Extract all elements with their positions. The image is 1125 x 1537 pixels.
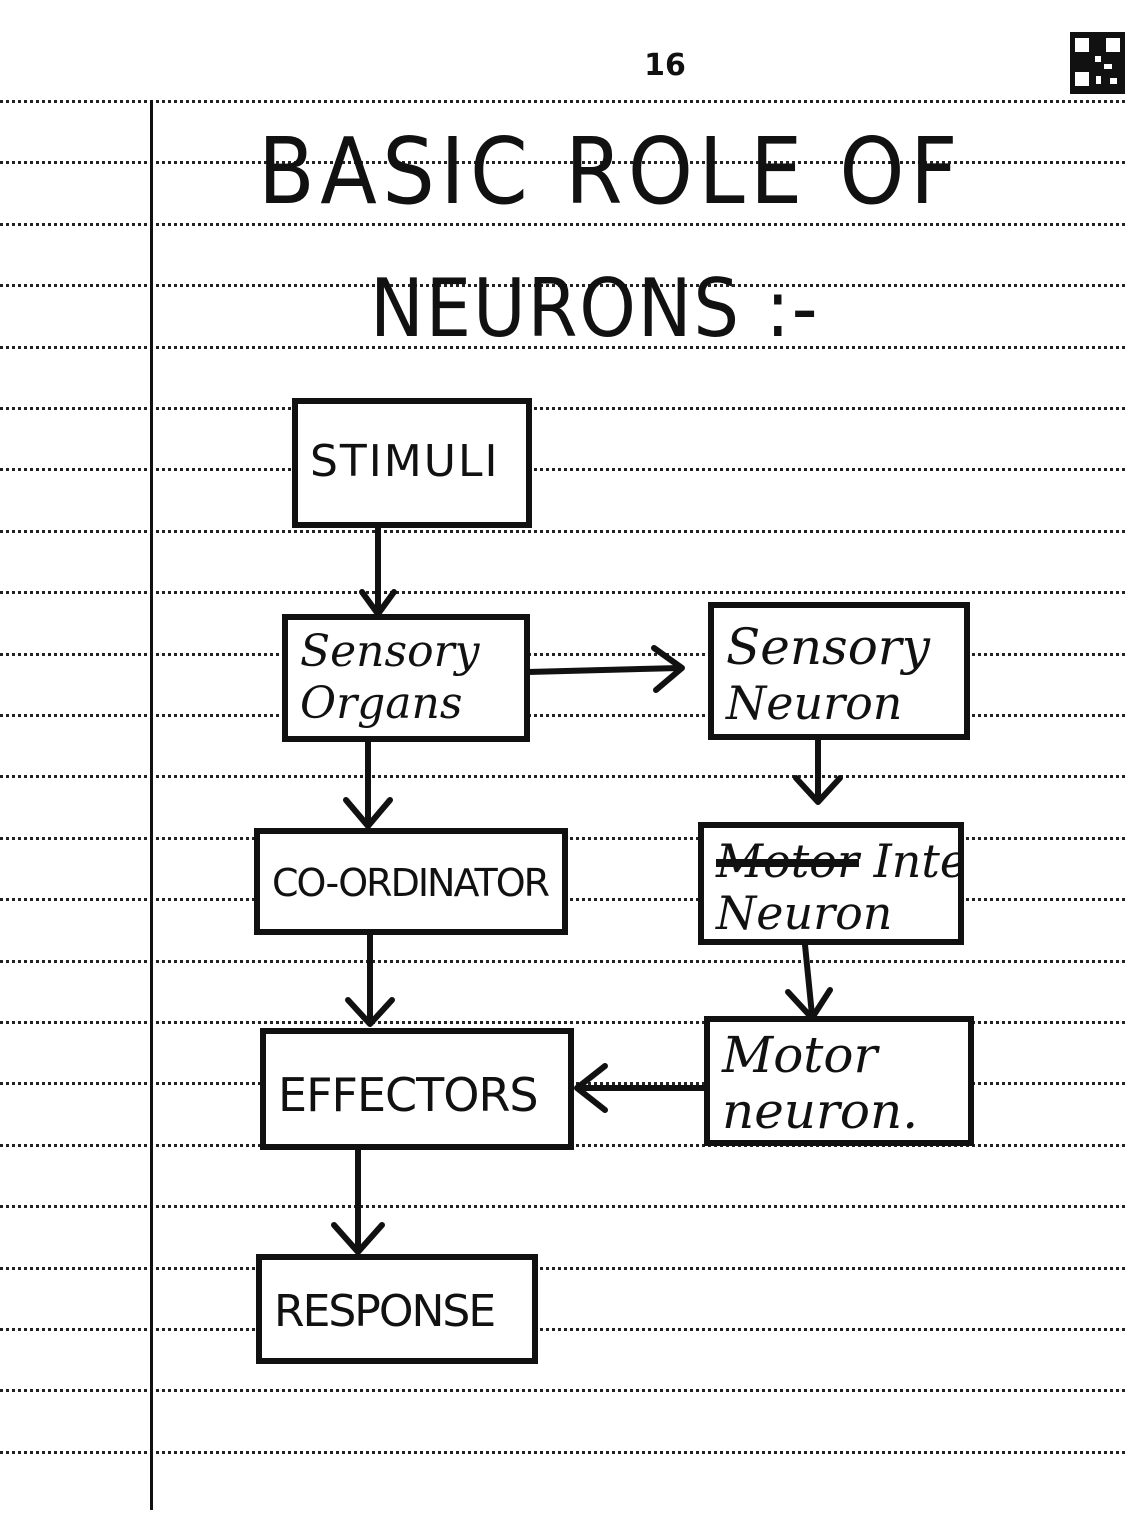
ruled-line — [0, 714, 1125, 717]
ruled-line — [0, 468, 1125, 471]
coordinator-box: CO-ORDINATOR — [254, 828, 568, 935]
stimuli-box: STIMULI — [292, 398, 532, 528]
page-title-line1: BASIC ROLE OF — [258, 118, 964, 225]
qr-code-icon — [1070, 32, 1125, 94]
ruled-line — [0, 1205, 1125, 1208]
coordinator-label: CO-ORDINATOR — [272, 861, 550, 905]
inter-neuron-struck-word: Motor — [716, 834, 859, 888]
ruled-line — [0, 161, 1125, 164]
ruled-line — [0, 100, 1125, 103]
response-label: RESPONSE — [274, 1286, 496, 1337]
sensory-neuron-label-line1: Sensory — [726, 618, 930, 676]
ruled-line — [0, 1267, 1125, 1270]
ruled-line — [0, 407, 1125, 410]
sensory-organs-box: Sensory Organs — [282, 614, 530, 742]
inter-neuron-word: Inter — [873, 834, 958, 888]
ruled-line — [0, 775, 1125, 778]
effectors-box: EFFECTORS — [260, 1028, 574, 1150]
inter-neuron-label-line2: Neuron — [716, 886, 893, 940]
sensory-organs-label-line2: Organs — [300, 678, 463, 729]
ruled-line — [0, 530, 1125, 533]
motor-neuron-label-line2: neuron. — [722, 1082, 919, 1140]
ruled-line — [0, 1451, 1125, 1454]
ruled-line — [0, 960, 1125, 963]
arrow-sensory-organs-to-coordinator — [343, 739, 393, 829]
inter-neuron-box: Motor Inter Neuron — [698, 822, 964, 945]
effectors-label: EFFECTORS — [278, 1068, 539, 1122]
page-title-line2: NEURONS :- — [370, 262, 820, 355]
page-number: 16 — [644, 48, 686, 83]
motor-neuron-box: Motor neuron. — [704, 1016, 974, 1146]
ruled-line — [0, 284, 1125, 287]
sensory-neuron-box: Sensory Neuron — [708, 602, 970, 740]
arrow-inter-neuron-to-motor-neuron — [785, 942, 833, 1021]
response-box: RESPONSE — [256, 1254, 538, 1364]
ruled-line — [0, 346, 1125, 349]
margin-line — [150, 100, 153, 1510]
arrow-stimuli-to-sensory-organs — [359, 525, 397, 617]
sensory-neuron-label-line2: Neuron — [726, 676, 903, 730]
ruled-line — [0, 1328, 1125, 1331]
ruled-line — [0, 653, 1125, 656]
ruled-line — [0, 1021, 1125, 1024]
ruled-line — [0, 223, 1125, 226]
arrow-sensory-organs-to-sensory-neuron — [525, 645, 685, 693]
arrow-sensory-neuron-to-inter-neuron — [793, 737, 843, 805]
arrow-coordinator-to-effectors — [345, 932, 395, 1027]
inter-neuron-label-line1: Motor Inter — [716, 838, 958, 884]
ruled-line — [0, 1389, 1125, 1392]
motor-neuron-label-line1: Motor — [722, 1026, 878, 1084]
ruled-line — [0, 591, 1125, 594]
sensory-organs-label-line1: Sensory — [300, 626, 480, 677]
arrow-motor-neuron-to-effectors — [574, 1063, 709, 1113]
stimuli-label: STIMULI — [310, 436, 500, 487]
arrow-effectors-to-response — [331, 1147, 385, 1255]
